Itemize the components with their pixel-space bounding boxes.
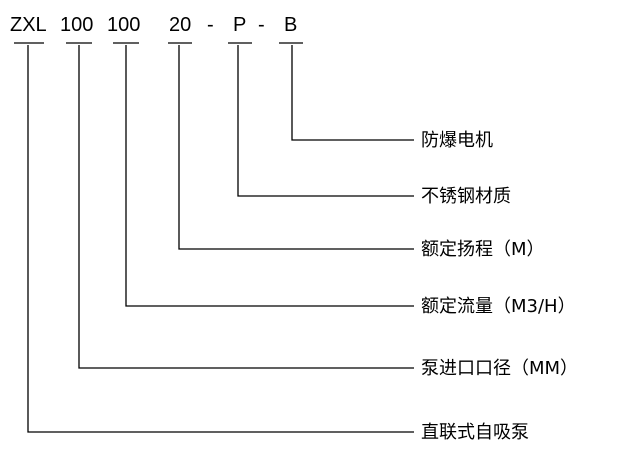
code-segment-zxl: ZXL [10,14,47,36]
leader-line-zxl [27,45,414,433]
label-rated-flow: 额定流量（M3/H） [421,296,576,317]
leader-line-material [237,45,414,197]
code-segment-motor: B [284,14,297,36]
code-segment-material: P [233,14,246,36]
leader-line-head [178,45,414,250]
code-separator: - [207,14,214,36]
label-inlet-diameter: 泵进口口径（MM） [421,358,578,379]
leader-line-inlet [78,45,414,369]
leader-line-flow [125,45,414,307]
label-explosion-proof-motor: 防爆电机 [421,130,493,151]
code-segment-inlet-diameter: 100 [60,14,93,36]
code-segment-flow: 100 [107,14,140,36]
leader-line-motor [291,45,414,141]
label-stainless-steel: 不锈钢材质 [421,186,511,207]
code-segment-head: 20 [169,14,191,36]
code-separator: - [258,14,265,36]
label-rated-head: 额定扬程（M） [421,239,545,260]
label-direct-coupled-pump: 直联式自吸泵 [421,422,529,443]
